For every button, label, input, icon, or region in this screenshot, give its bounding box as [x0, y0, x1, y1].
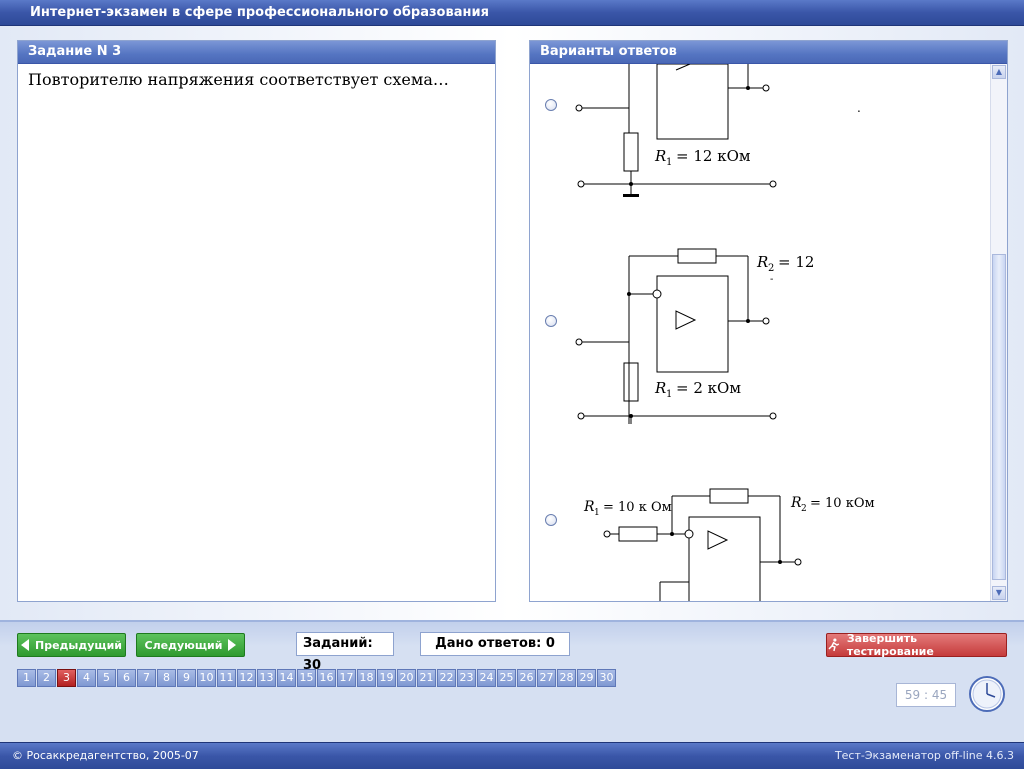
task-panel: Задание N 3 Повторителю напряжения соотв… [17, 40, 496, 602]
answer-option-1-radio[interactable] [545, 99, 557, 111]
scroll-down-icon[interactable]: ▼ [992, 586, 1006, 600]
page-button-10[interactable]: 10 [197, 669, 216, 687]
task-header: Задание N 3 [18, 41, 495, 64]
page-button-16[interactable]: 16 [317, 669, 336, 687]
page-button-30[interactable]: 30 [597, 669, 616, 687]
page-button-21[interactable]: 21 [417, 669, 436, 687]
opt1-stray-mark: . [857, 101, 861, 115]
page-button-11[interactable]: 11 [217, 669, 236, 687]
answered-count: Дано ответов: 0 [420, 632, 570, 656]
finish-test-button[interactable]: Завершить тестирование [826, 632, 1007, 658]
opt1-r1-symbol: R [654, 147, 666, 165]
status-bar: © Росаккредагентство, 2005-07 Тест-Экзам… [0, 742, 1024, 769]
scroll-thumb[interactable] [992, 254, 1006, 580]
clock-icon [969, 676, 1005, 712]
page-button-17[interactable]: 17 [337, 669, 356, 687]
next-button[interactable]: Следующий [136, 633, 245, 657]
answers-panel: Варианты ответов [529, 40, 1008, 602]
window-title: Интернет-экзамен в сфере профессионально… [0, 0, 1024, 26]
copyright-text: © Росаккредагентство, 2005-07 [12, 749, 199, 762]
opt3-r1-subscript: 1 [594, 508, 600, 518]
page-button-2[interactable]: 2 [37, 669, 56, 687]
opt2-r2-value: = 12 [778, 253, 814, 271]
page-button-27[interactable]: 27 [537, 669, 556, 687]
answers-scroll-area[interactable]: R 1 = 12 кОм . [530, 64, 990, 601]
page-button-1[interactable]: 1 [17, 669, 36, 687]
opt2-r2-subscript: 2 [768, 263, 774, 274]
page-button-13[interactable]: 13 [257, 669, 276, 687]
page-button-3[interactable]: 3 [57, 669, 76, 687]
page-button-26[interactable]: 26 [517, 669, 536, 687]
page-button-20[interactable]: 20 [397, 669, 416, 687]
question-text: Повторителю напряжения соответствует схе… [28, 70, 449, 89]
page-button-15[interactable]: 15 [297, 669, 316, 687]
opt3-r1-value: = 10 к Ом [603, 500, 672, 515]
answers-header: Варианты ответов [530, 41, 1007, 64]
page-button-12[interactable]: 12 [237, 669, 256, 687]
answer-option-3-radio[interactable] [545, 514, 557, 526]
answers-scrollbar[interactable]: ▲ ▼ [990, 64, 1007, 601]
page-button-6[interactable]: 6 [117, 669, 136, 687]
running-man-icon [828, 638, 840, 652]
bottom-toolbar: Предыдущий Следующий Заданий: 30 Дано от… [0, 620, 1024, 744]
page-button-22[interactable]: 22 [437, 669, 456, 687]
work-area: Задание N 3 Повторителю напряжения соотв… [0, 26, 1024, 620]
answer-option-2-radio[interactable] [545, 315, 557, 327]
page-button-19[interactable]: 19 [377, 669, 396, 687]
page-button-9[interactable]: 9 [177, 669, 196, 687]
prev-label: Предыдущий [34, 638, 122, 652]
opt2-r1-symbol: R [654, 379, 666, 397]
opt2-r1-value: = 2 кОм [676, 379, 741, 397]
opt2-r1-subscript: 1 [666, 389, 672, 400]
finish-label: Завершить тестирование [846, 632, 934, 658]
opt3-r2-value: = 10 кОм [810, 496, 875, 511]
page-button-14[interactable]: 14 [277, 669, 296, 687]
arrow-left-icon [20, 639, 29, 651]
page-button-29[interactable]: 29 [577, 669, 596, 687]
scroll-up-icon[interactable]: ▲ [992, 65, 1006, 79]
opt2-r2-tick: - [770, 274, 773, 285]
tasks-count: Заданий: 30 [296, 632, 394, 673]
arrow-right-icon [228, 639, 237, 651]
opt1-r1-subscript: 1 [666, 157, 672, 168]
page-button-7[interactable]: 7 [137, 669, 156, 687]
timer: 59 : 45 [896, 683, 956, 707]
version-text: Тест-Экзаменатор off-line 4.6.3 [834, 749, 1014, 762]
page-button-25[interactable]: 25 [497, 669, 516, 687]
opt3-r1-symbol: R [583, 499, 595, 515]
page-button-18[interactable]: 18 [357, 669, 376, 687]
opt3-r2-subscript: 2 [801, 504, 807, 514]
page-button-8[interactable]: 8 [157, 669, 176, 687]
answer-option-2-circuit: R 2 = 12 - R 1 = 2 кОм [575, 248, 814, 424]
page-button-28[interactable]: 28 [557, 669, 576, 687]
prev-button[interactable]: Предыдущий [17, 633, 126, 657]
next-label: Следующий [144, 638, 223, 652]
opt3-r2-symbol: R [790, 495, 802, 511]
page-button-5[interactable]: 5 [97, 669, 116, 687]
page-button-24[interactable]: 24 [477, 669, 496, 687]
page-button-4[interactable]: 4 [77, 669, 96, 687]
opt1-r1-value: = 12 кОм [676, 147, 751, 165]
answer-option-1-circuit: R 1 = 12 кОм . [575, 64, 861, 197]
opt2-r2-symbol: R [756, 253, 768, 271]
answer-option-3-circuit: R 1 = 10 к Ом R 2 = 10 кОм [583, 488, 875, 601]
page-button-23[interactable]: 23 [457, 669, 476, 687]
